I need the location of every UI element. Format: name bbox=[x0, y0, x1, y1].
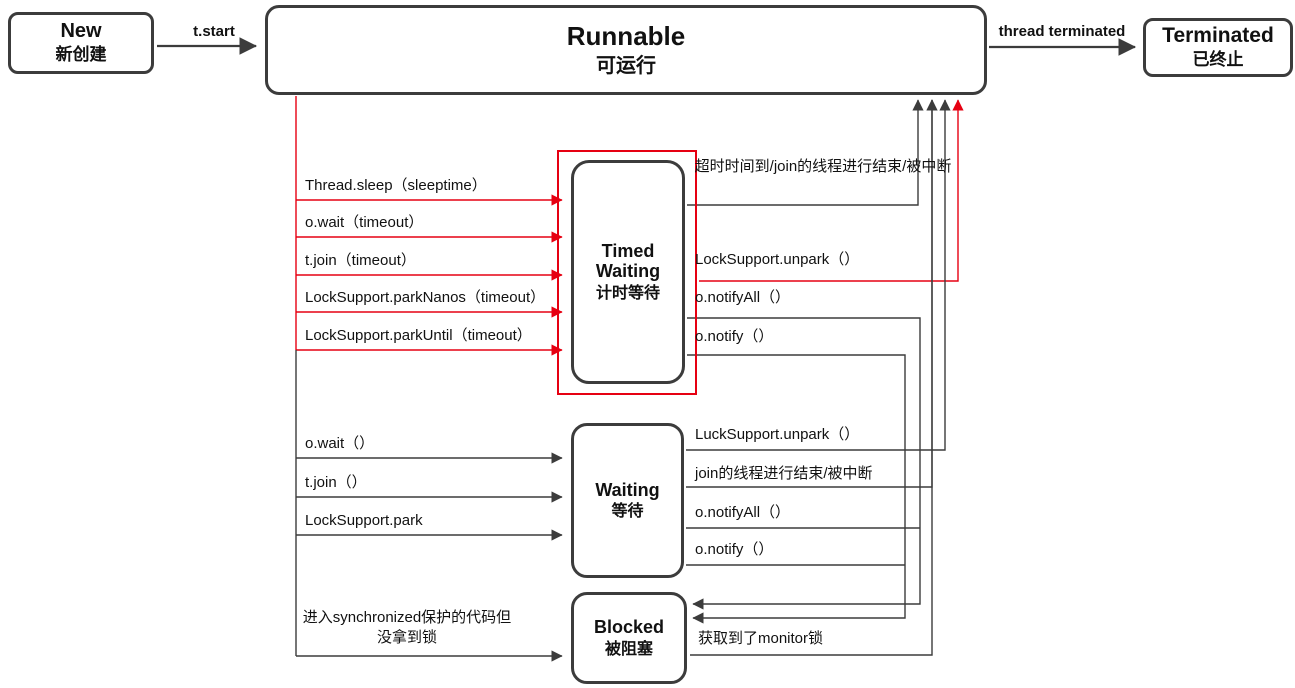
edge-label-monitor-acquired: 获取到了monitor锁 bbox=[698, 630, 824, 647]
state-timed-waiting-subtitle: 计时等待 bbox=[595, 285, 660, 303]
edge-label-thread-sleep: Thread.sleep（sleeptime） bbox=[305, 177, 487, 194]
edge-label-tw-notifyall: o.notifyAll（） bbox=[695, 289, 791, 306]
state-waiting-subtitle: 等待 bbox=[611, 503, 644, 521]
edge-label-tjoin-timeout: t.join（timeout） bbox=[305, 252, 416, 269]
edge-label-w-notifyall: o.notifyAll（） bbox=[695, 504, 791, 521]
state-new-title: New bbox=[60, 20, 102, 43]
state-waiting: Waiting 等待 bbox=[571, 423, 684, 578]
edge-label-unpark-red: LockSupport.unpark（） bbox=[695, 251, 860, 268]
edge-label-timeout-return: 超时时间到/join的线程进行结束/被中断 bbox=[694, 158, 952, 175]
edge-label-locksupport-park: LockSupport.park bbox=[305, 512, 423, 529]
edge-label-parkuntil: LockSupport.parkUntil（timeout） bbox=[305, 327, 532, 344]
state-runnable-title: Runnable bbox=[566, 21, 686, 52]
state-waiting-title: Waiting bbox=[595, 479, 660, 500]
state-runnable-subtitle: 可运行 bbox=[596, 54, 656, 77]
arrow-timeout-return bbox=[687, 99, 924, 206]
edge-label-t-start: t.start bbox=[193, 23, 235, 40]
state-blocked-subtitle: 被阻塞 bbox=[604, 640, 653, 658]
state-timed-waiting: Timed Waiting 计时等待 bbox=[571, 160, 685, 384]
edge-label-tw-notify: o.notify（） bbox=[695, 328, 774, 345]
edge-label-thread-terminated: thread terminated bbox=[998, 23, 1126, 40]
state-blocked-title: Blocked bbox=[593, 617, 665, 638]
edge-label-owait: o.wait（） bbox=[305, 435, 375, 452]
state-terminated-subtitle: 已终止 bbox=[1192, 50, 1244, 70]
arrow-tw-notify bbox=[687, 354, 906, 624]
edge-label-synchronized-entry: 进入synchronized保护的代码但没拿到锁 bbox=[302, 609, 512, 646]
edge-label-w-notify: o.notify（） bbox=[695, 541, 774, 558]
state-timed-waiting-title: Timed Waiting bbox=[595, 240, 661, 282]
state-new: New 新创建 bbox=[8, 12, 154, 74]
state-terminated: Terminated 已终止 bbox=[1143, 18, 1293, 77]
edge-label-owait-timeout: o.wait（timeout） bbox=[305, 214, 424, 231]
state-terminated-title: Terminated bbox=[1162, 24, 1274, 48]
edge-label-w-join-return: join的线程进行结束/被中断 bbox=[695, 465, 873, 482]
edge-label-tjoin: t.join（） bbox=[305, 474, 367, 491]
edge-label-parknanos: LockSupport.parkNanos（timeout） bbox=[305, 289, 546, 306]
arrow-monitor-return bbox=[690, 99, 938, 656]
arrow-waiting-unpark-return bbox=[686, 99, 951, 451]
state-runnable: Runnable 可运行 bbox=[265, 5, 987, 95]
state-new-subtitle: 新创建 bbox=[55, 45, 107, 65]
state-blocked: Blocked 被阻塞 bbox=[571, 592, 687, 684]
edge-label-w-unpark: LuckSupport.unpark（） bbox=[695, 426, 860, 443]
timed-waiting-highlight-frame bbox=[557, 150, 697, 395]
arrow-tw-notifyall bbox=[687, 317, 921, 610]
